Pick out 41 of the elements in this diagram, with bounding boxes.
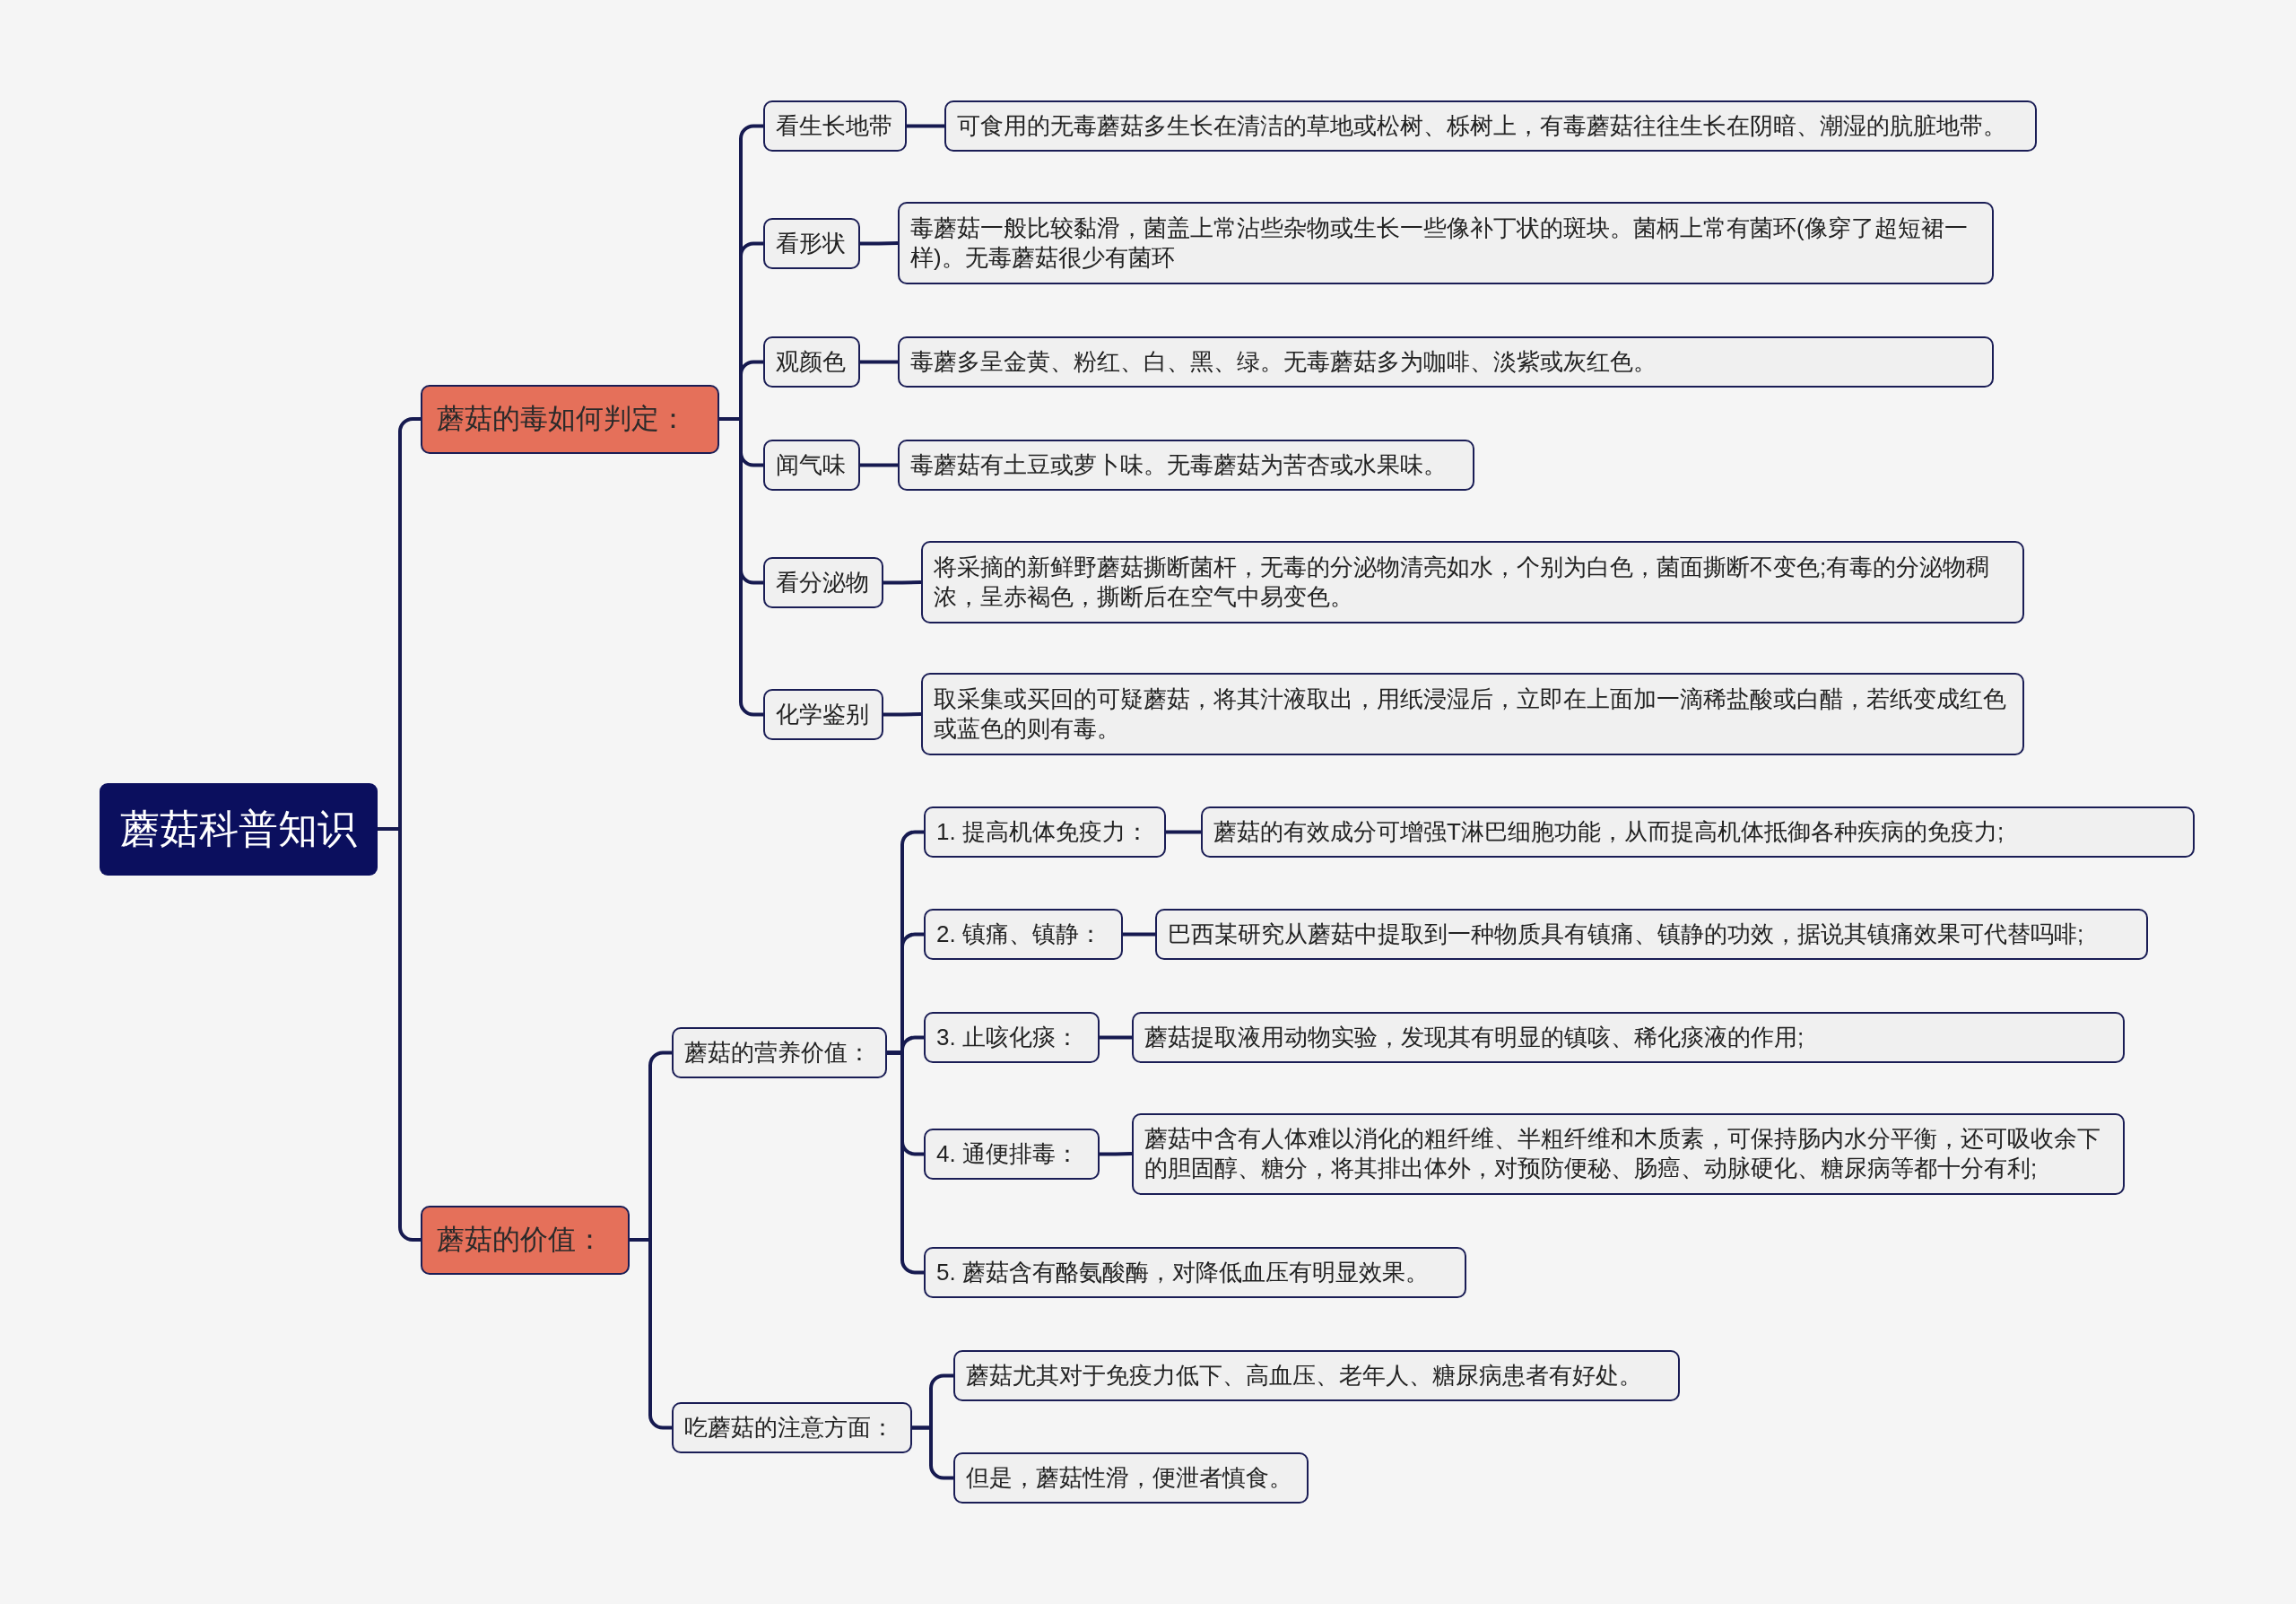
subtopic-box: 观颜色: [763, 336, 860, 388]
subtopic-box: 吃蘑菇的注意方面：: [672, 1402, 912, 1453]
detail-box: 蘑菇的有效成分可增强T淋巴细胞功能，从而提高机体抵御各种疾病的免疫力;: [1201, 806, 2195, 858]
connector-line: [860, 360, 898, 364]
connector-line: [1100, 1152, 1133, 1156]
subtopic-box: 看形状: [763, 218, 860, 269]
detail-box: 蘑菇中含有人体难以消化的粗纤维、半粗纤维和木质素，可保持肠内水分平衡，还可吸收余下的胆固醇、糖分，将其排出体外，对预防便秘、肠癌、动脉硬化、糖尿病等都十分有利;: [1132, 1112, 2125, 1195]
main-branch-topic: 蘑菇的毒如何判定：: [421, 384, 719, 454]
detail-box: 蘑菇提取液用动物实验，发现其有明显的镇咳、稀化痰液的作用;: [1132, 1012, 2125, 1063]
main-branch-topic: 蘑菇的价值：: [421, 1205, 630, 1275]
detail-box: 但是，蘑菇性滑，便泄者慎食。: [953, 1452, 1309, 1504]
detail-box: 将采摘的新鲜野蘑菇撕断菌杆，无毒的分泌物清亮如水，个别为白色，菌面撕断不变色;有毒的分泌物稠浓，呈赤褐色，撕断后在空气中易变色。: [921, 541, 2024, 623]
connector-line: [887, 1050, 924, 1275]
subtopic-box: 看生长地带: [763, 100, 907, 152]
subtopic-box: 蘑菇的营养价值：: [672, 1027, 887, 1078]
detail-box: 取采集或买回的可疑蘑菇，将其汁液取出，用纸浸湿后，立即在上面加一滴稀盐酸或白醋，若纸变成红色或蓝色的则有毒。: [921, 673, 2024, 755]
detail-box: 5. 蘑菇含有酪氨酸酶，对降低血压有明显效果。: [924, 1247, 1466, 1298]
connector-line: [1123, 932, 1155, 937]
subtopic-box: 1. 提高机体免疫力：: [924, 806, 1166, 858]
subtopic-box: 3. 止咳化痰：: [924, 1012, 1100, 1063]
connector-line: [907, 124, 944, 128]
detail-box: 可食用的无毒蘑菇多生长在清洁的草地或松树、栎树上，有毒蘑菇往往生长在阴暗、潮湿的肮脏地带。: [944, 100, 2037, 152]
central-topic: 蘑菇科普知识: [100, 782, 378, 876]
detail-box: 毒蘑菇一般比较黏滑，菌盖上常沾些杂物或生长一些像补丁状的斑块。菌柄上常有菌环(像穿了超短裙一样)。无毒蘑菇很少有菌环: [898, 202, 1994, 284]
connector-line: [1100, 1035, 1132, 1040]
connector-line: [378, 827, 421, 1242]
connector-line: [860, 463, 898, 467]
subtopic-box: 看分泌物: [763, 557, 883, 608]
subtopic-box: 化学鉴别: [763, 689, 883, 740]
connector-line: [883, 712, 922, 717]
subtopic-box: 2. 镇痛、镇静：: [924, 909, 1123, 960]
subtopic-box: 闻气味: [763, 440, 860, 491]
subtopic-box: 4. 通便排毒：: [924, 1129, 1100, 1180]
connector-line: [883, 580, 922, 585]
connector-line: [860, 241, 899, 246]
detail-box: 巴西某研究从蘑菇中提取到一种物质具有镇痛、镇静的功效，据说其镇痛效果可代替吗啡;: [1155, 909, 2148, 960]
detail-box: 毒蘑菇有土豆或萝卜味。无毒蘑菇为苦杏或水果味。: [898, 440, 1474, 491]
detail-box: 毒蘑多呈金黄、粉红、白、黑、绿。无毒蘑菇多为咖啡、淡紫或灰红色。: [898, 336, 1994, 388]
connector-line: [1166, 830, 1201, 834]
detail-box: 蘑菇尤其对于免疫力低下、高血压、老年人、糖尿病患者有好处。: [953, 1350, 1680, 1401]
connector-line: [912, 1425, 953, 1480]
